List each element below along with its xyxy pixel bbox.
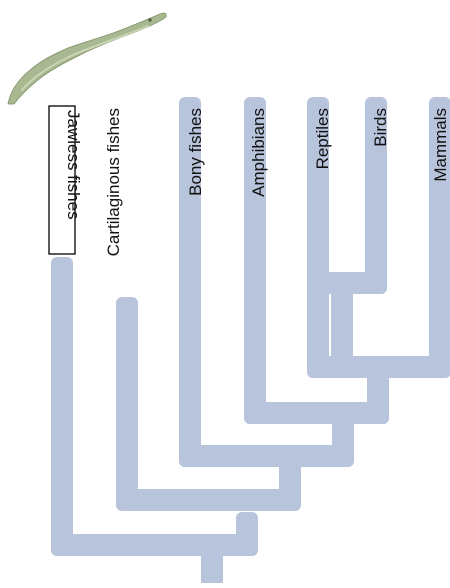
branch-bony-fishes — [179, 97, 201, 467]
taxon-label-birds: Birds — [371, 108, 390, 147]
taxon-label-amphibians: Amphibians — [249, 108, 268, 197]
branch-root-stem-base — [201, 560, 223, 583]
cladogram-branches — [51, 97, 450, 583]
branch-node3-horizontal — [179, 445, 354, 467]
branch-cartilaginous-fishes — [116, 297, 138, 511]
branch-jawless-fishes — [51, 257, 73, 556]
branch-birds — [365, 97, 387, 294]
taxon-label-cartilaginous-fishes: Cartilaginous fishes — [104, 108, 123, 256]
branch-node5-horizontal — [307, 356, 450, 378]
highlight-box — [48, 105, 76, 255]
branch-mammals — [429, 97, 450, 378]
branch-node6-vertical — [331, 272, 353, 378]
lamprey-icon — [7, 12, 167, 105]
branch-node4-horizontal — [244, 402, 389, 424]
taxon-label-bony-fishes: Bony fishes — [186, 108, 205, 196]
branch-amphibians — [244, 97, 266, 424]
taxon-label-jawless-fishes: Jawless fishes — [64, 110, 83, 220]
branch-node1-vertical — [236, 512, 258, 556]
branch-reptiles — [307, 97, 329, 378]
taxon-label-mammals: Mammals — [431, 108, 450, 182]
branch-root-horizontal — [51, 534, 258, 556]
taxon-labels: Jawless fishes Cartilaginous fishes Bony… — [64, 108, 450, 256]
branch-node2-horizontal — [116, 489, 301, 511]
taxon-label-reptiles: Reptiles — [313, 108, 332, 169]
